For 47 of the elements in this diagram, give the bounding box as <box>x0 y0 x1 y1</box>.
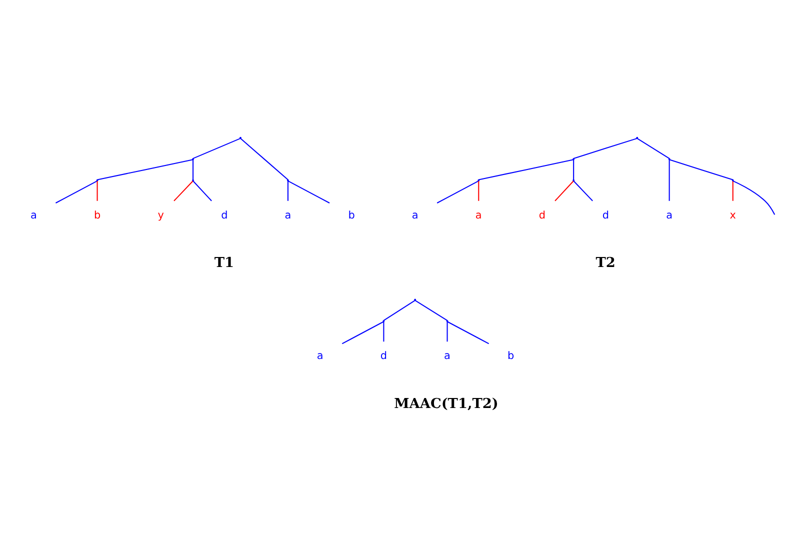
node-point <box>382 320 385 322</box>
node-point <box>478 178 480 181</box>
node-text: a <box>284 208 292 221</box>
node-text: y <box>158 208 164 221</box>
node-point <box>240 136 242 138</box>
node-text: a <box>444 349 450 362</box>
connector <box>192 159 194 180</box>
node-point <box>286 178 289 181</box>
node-text: a <box>30 208 37 221</box>
connector <box>240 138 288 180</box>
connector <box>96 180 98 200</box>
node-point <box>414 298 416 300</box>
connector <box>192 180 212 201</box>
connector <box>554 180 574 201</box>
node-text: x <box>730 208 736 221</box>
connector <box>478 180 480 200</box>
node-text: b <box>348 208 355 221</box>
connector <box>636 138 670 158</box>
label: T2 <box>596 254 616 271</box>
node-text: a <box>666 208 673 221</box>
node-point <box>636 136 638 138</box>
node-text: a <box>412 208 418 221</box>
node-point <box>572 158 575 160</box>
node-point <box>96 178 98 181</box>
node-text: a <box>475 208 482 221</box>
connector <box>383 321 384 342</box>
connector <box>446 321 448 342</box>
node-point <box>572 178 575 181</box>
connector <box>287 180 288 200</box>
node-text: a <box>316 349 324 362</box>
node-text: d <box>380 349 388 362</box>
node-text: b <box>94 208 101 221</box>
connector <box>573 159 574 180</box>
connector <box>192 137 241 158</box>
node-text: d <box>538 208 546 221</box>
node-text: d <box>221 208 228 221</box>
label: T1 <box>214 254 234 271</box>
node-point <box>192 158 194 160</box>
connector <box>573 180 593 201</box>
node-text: b <box>508 349 514 362</box>
label: MAAC(T1,T2) <box>394 395 498 412</box>
connector <box>668 159 670 200</box>
node-point <box>192 178 194 181</box>
connector <box>732 180 734 200</box>
connector <box>288 180 330 203</box>
connector <box>174 180 194 201</box>
node-text: d <box>602 208 610 221</box>
